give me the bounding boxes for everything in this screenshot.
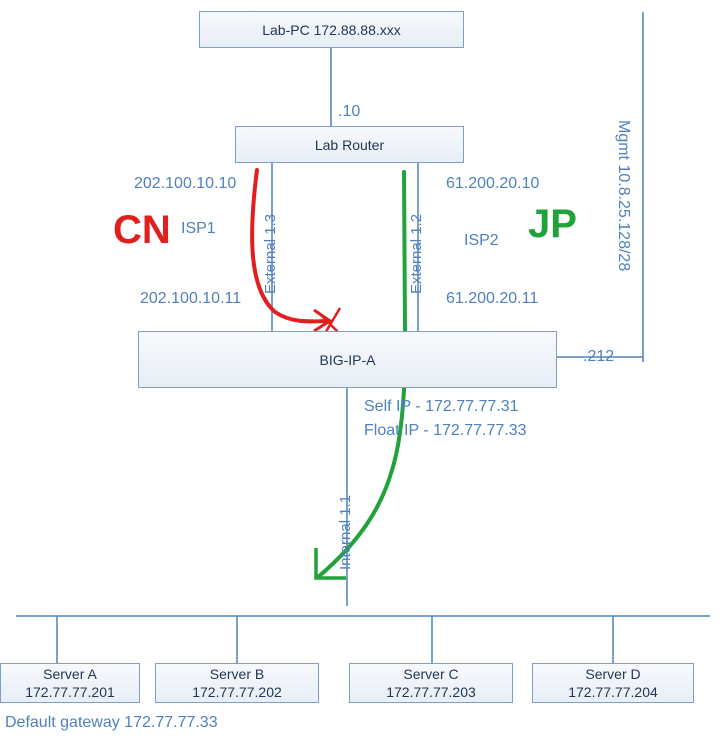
server-ip: 172.77.77.202: [192, 684, 282, 700]
router-ip-label: .10: [338, 103, 361, 120]
server-name: Server D: [585, 666, 641, 682]
server-name: Server B: [209, 666, 265, 682]
isp1-router-ip-label: 202.100.10.10: [134, 175, 237, 192]
mgmt-subnet-label: Mgmt 10.8.25.128/28: [615, 120, 632, 272]
server-name: Server C: [403, 666, 459, 682]
default-gateway-label: Default gateway 172.77.77.33: [5, 714, 218, 731]
external-1-2-label: External 1.2: [408, 213, 425, 294]
server-c-box[interactable]: Server C 172.77.77.203: [349, 663, 513, 703]
jp-label: JP: [528, 202, 577, 246]
mgmt-ip-label: .212: [583, 348, 615, 365]
server-ip: 172.77.77.203: [386, 684, 476, 700]
server-d-box[interactable]: Server D 172.77.77.204: [532, 663, 694, 703]
isp2-label: ISP2: [464, 232, 499, 249]
cn-blocked-x-icon: [317, 307, 342, 336]
server-b-box[interactable]: Server B 172.77.77.202: [155, 663, 319, 703]
external-1-3-label: External 1.3: [262, 213, 279, 294]
lab-pc-box[interactable]: Lab-PC 172.88.88.xxx: [199, 11, 464, 48]
lab-router-box[interactable]: Lab Router: [235, 126, 464, 163]
bigip-box[interactable]: BIG-IP-A: [138, 331, 557, 388]
server-name: Server A: [43, 666, 97, 682]
server-a-box[interactable]: Server A 172.77.77.201: [0, 663, 140, 703]
isp2-router-ip-label: 61.200.20.10: [446, 175, 540, 192]
cn-label: CN: [113, 208, 171, 252]
cn-path-arrow: [250, 168, 330, 324]
server-ip: 172.77.77.204: [568, 684, 658, 700]
float-ip-label: Float IP - 172.77.77.33: [364, 422, 527, 439]
jp-arrowhead: [314, 548, 346, 580]
isp2-bigip-ip-label: 61.200.20.11: [446, 290, 539, 307]
isp1-bigip-ip-label: 202.100.10.11: [140, 290, 242, 307]
isp1-label: ISP1: [181, 220, 216, 237]
self-ip-label: Self IP - 172.77.77.31: [364, 398, 519, 415]
internal-1-1-label: Internal 1.1: [337, 494, 354, 570]
server-ip: 172.77.77.201: [25, 684, 115, 700]
